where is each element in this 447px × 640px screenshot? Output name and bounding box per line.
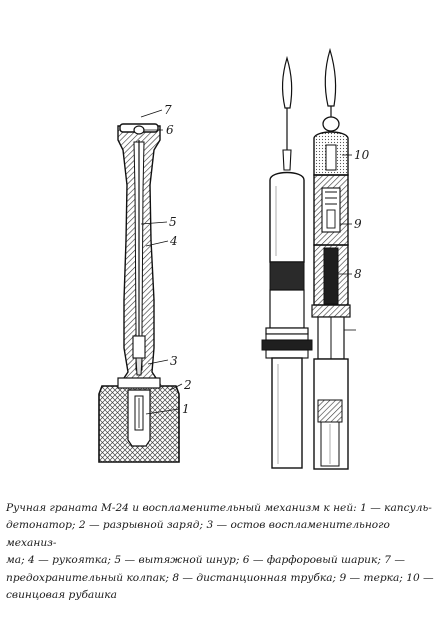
thread-ring-left (261, 339, 313, 351)
porcelain-bead-right (322, 116, 340, 132)
igniter-section (311, 47, 351, 470)
callout-7: 7 (164, 103, 172, 117)
igniter-exterior (261, 55, 313, 469)
figure-caption: Ручная граната М-24 и воспламенительный … (6, 500, 442, 604)
caption-line: детонатор; 2 — разрывной заряд; 3 — осто… (6, 519, 390, 549)
grenade-m24-diagram: 1 2 3 4 5 6 7 10 9 8 (98, 47, 370, 470)
callout-9: 9 (354, 217, 362, 231)
callout-5: 5 (169, 215, 177, 229)
upper-tube-left (269, 171, 305, 263)
igniter-neck (135, 357, 143, 376)
delay-tube (323, 247, 339, 305)
callout-2: 2 (183, 378, 192, 392)
delay-band-left (269, 261, 305, 291)
pull-loop-right (324, 47, 337, 107)
callout-10: 10 (354, 148, 370, 162)
caption-line: ма; 4 — рукоятка; 5 — вытяжной шнур; 6 —… (6, 554, 405, 567)
porcelain-bead (133, 125, 145, 135)
collar-left (265, 327, 309, 335)
callout-3: 3 (170, 354, 178, 368)
callouts (140, 109, 356, 415)
lower-tube-left (271, 357, 303, 469)
caption-line: свинцовая рубашка (6, 589, 117, 602)
grenade-cutaway (98, 123, 180, 463)
caption-line: предохранительный колпак; 8 — дистанцион… (6, 571, 434, 584)
callout-8: 8 (354, 267, 362, 281)
igniter-body (132, 335, 146, 359)
callout-6: 6 (166, 123, 174, 137)
pull-loop-left (281, 55, 293, 109)
charge-head-rim (117, 377, 161, 389)
callout-4: 4 (169, 234, 178, 248)
caption-line: Ручная граната М-24 и воспламенительный … (6, 502, 432, 514)
callout-1: 1 (182, 402, 190, 416)
